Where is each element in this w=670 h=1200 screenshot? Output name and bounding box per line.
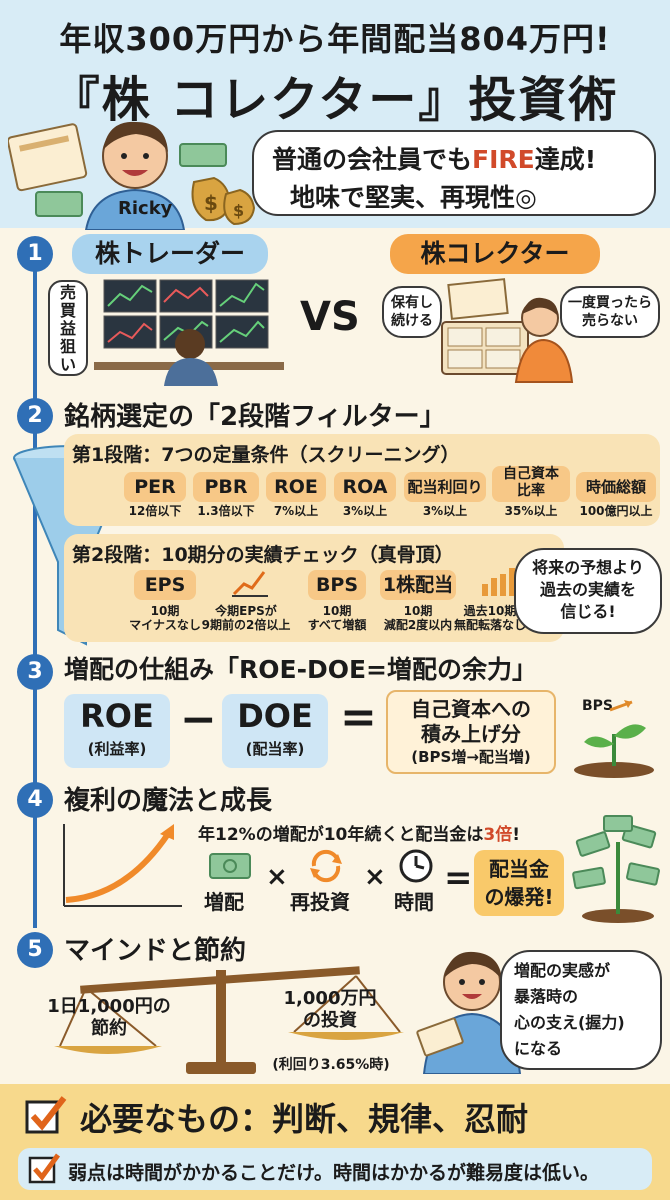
growth-chart-icon xyxy=(232,571,268,597)
collector-bubble-left-text: 保有し続ける xyxy=(391,295,433,329)
bubble-line-2: 地味で堅実、再現性◎ xyxy=(290,183,537,212)
reinvest-cycle-icon xyxy=(310,849,342,883)
investment-yield-note: (利回り3.65%時) xyxy=(272,1057,390,1073)
trader-bubble xyxy=(48,280,88,376)
stage-1-chip: 時価総額 xyxy=(576,472,656,502)
section-5-title: マインドと節約 xyxy=(64,936,247,966)
collector-bubble-left xyxy=(382,286,442,338)
title-line-2: 『株 コレクター』投資術 xyxy=(51,72,619,128)
stage-2-title: 第2段階：10期分の実績チェック（真骨頂） xyxy=(72,544,454,566)
collector-label: 株コレクター xyxy=(390,234,600,274)
stage-2-bubble xyxy=(514,548,662,634)
cash-icon xyxy=(209,853,251,879)
saving-text: 1日1,000円の節約 xyxy=(47,996,171,1039)
section-2-title: 銘柄選定の「2段階フィルター」 xyxy=(64,402,446,432)
section-2-number: 2 xyxy=(17,398,53,434)
stage-1-chip: 配当利回り xyxy=(404,472,486,502)
vs-label: VS xyxy=(300,294,360,340)
stage-1-condition: 100億円以上 xyxy=(579,504,653,518)
dividend-explosion-box: 配当金の爆発! xyxy=(474,850,564,916)
stage-1-condition: 12倍以下 xyxy=(128,504,182,518)
section-3-title: 増配の仕組み「ROE-DOE=増配の余力」 xyxy=(64,655,537,684)
stage-1-condition: 3%以上 xyxy=(422,504,468,518)
header-speech-bubble xyxy=(252,130,656,216)
stage-1-condition: 3%以上 xyxy=(342,504,388,518)
word-reinvest: 再投資 xyxy=(290,890,350,914)
roe-box: ROE (利益率) xyxy=(64,694,170,768)
equals-sign-4: = xyxy=(444,858,473,898)
word-dividend-increase: 増配 xyxy=(204,890,244,914)
stage-1-condition: 7%以上 xyxy=(273,504,319,518)
section-5-number: 5 xyxy=(17,932,53,968)
section-4-note: 年12%の増配が10年続くと配当金は3倍! xyxy=(198,825,520,845)
section-4-title: 複利の魔法と成長 xyxy=(64,786,273,816)
mindset-bubble xyxy=(500,950,662,1070)
collector-bubble-right xyxy=(560,286,660,338)
stage-1-condition: 1.3倍以下 xyxy=(197,504,255,518)
collector-bubble-right-text: 一度買ったら売らない xyxy=(568,295,652,329)
title-line-1: 年収300万円から年間配当804万円! xyxy=(59,20,611,58)
bar-chart-icon xyxy=(482,568,515,596)
stage-2-chip: EPS xyxy=(134,570,196,600)
balance-scale-icon xyxy=(54,966,404,1074)
word-time: 時間 xyxy=(394,890,434,914)
trader-illustration xyxy=(94,279,284,386)
character-name: Ricky xyxy=(118,198,173,219)
investment-text: 1,000万円の投資 xyxy=(283,988,377,1031)
doe-box: DOE (配当率) xyxy=(222,694,328,768)
clock-icon xyxy=(399,849,433,883)
stage-1-title: 第1段階：7つの定量条件（スクリーニング） xyxy=(72,444,460,466)
timeline-line xyxy=(33,258,37,928)
money-tree-icon xyxy=(572,815,660,923)
trader-bubble-text: 売買益狙い xyxy=(59,283,76,374)
ricky-illustration: $ $ xyxy=(8,121,256,230)
minus-sign: − xyxy=(180,694,217,745)
stage-1-condition: 35%以上 xyxy=(504,504,558,518)
stage-1-chip: ROE xyxy=(266,472,326,502)
times-sign-1: × xyxy=(266,862,288,892)
equals-sign-3: = xyxy=(340,692,377,743)
trader-label: 株トレーダー xyxy=(72,234,268,274)
times-sign-2: × xyxy=(364,862,386,892)
section-4-number: 4 xyxy=(17,782,53,818)
footer-sub-panel xyxy=(18,1148,652,1190)
stage-2-condition: 10期 マイナスなし xyxy=(129,604,201,632)
collector-illustration xyxy=(441,278,574,383)
section-1-number: 1 xyxy=(17,236,53,272)
stage-1-chip: PER xyxy=(124,472,186,502)
footer-main-text: 必要なもの：判断、規律、忍耐 xyxy=(80,1100,529,1138)
growth-curve-chart xyxy=(63,824,182,907)
checkbox-icon-main xyxy=(25,1096,67,1134)
stage-1-chip: ROA xyxy=(334,472,396,502)
stage-2-condition: 今期EPSが 9期前の2倍以上 xyxy=(201,604,291,632)
mindset-bubble-text: 増配の実感が暴落時の心の支え(握力)になる xyxy=(514,961,625,1058)
sprout-icon xyxy=(574,700,654,778)
stage-2-chip: 1株配当 xyxy=(380,570,456,600)
stage-1-chip: 自己資本 比率 xyxy=(492,466,570,502)
stage-1-chip: PBR xyxy=(193,472,259,502)
section-3-number: 3 xyxy=(17,654,53,690)
result-box-3: 自己資本への 積み上げ分 (BPS増→配当増) xyxy=(386,690,556,774)
svg-text:$: $ xyxy=(233,201,244,220)
stage-2-chip: BPS xyxy=(308,570,366,600)
happy-investor-illustration xyxy=(416,951,522,1074)
stage-2-bubble-text: 将来の予想より過去の実績を信じる! xyxy=(532,558,644,621)
stage-2-condition: 10期 減配2度以内 xyxy=(383,604,453,632)
bubble-line-1: 普通の会社員でもFIRE達成! xyxy=(272,145,597,174)
stage-2-condition: 過去10期 無配転落なし xyxy=(453,604,526,632)
footer-sub-text: 弱点は時間がかかることだけ。時間はかかるが難易度は低い。 xyxy=(68,1162,600,1184)
stage-2-condition: 10期 すべて増額 xyxy=(307,604,367,632)
checkbox-icon-sub xyxy=(28,1153,61,1184)
svg-text:$: $ xyxy=(204,191,218,215)
bps-label: BPS xyxy=(582,698,614,714)
